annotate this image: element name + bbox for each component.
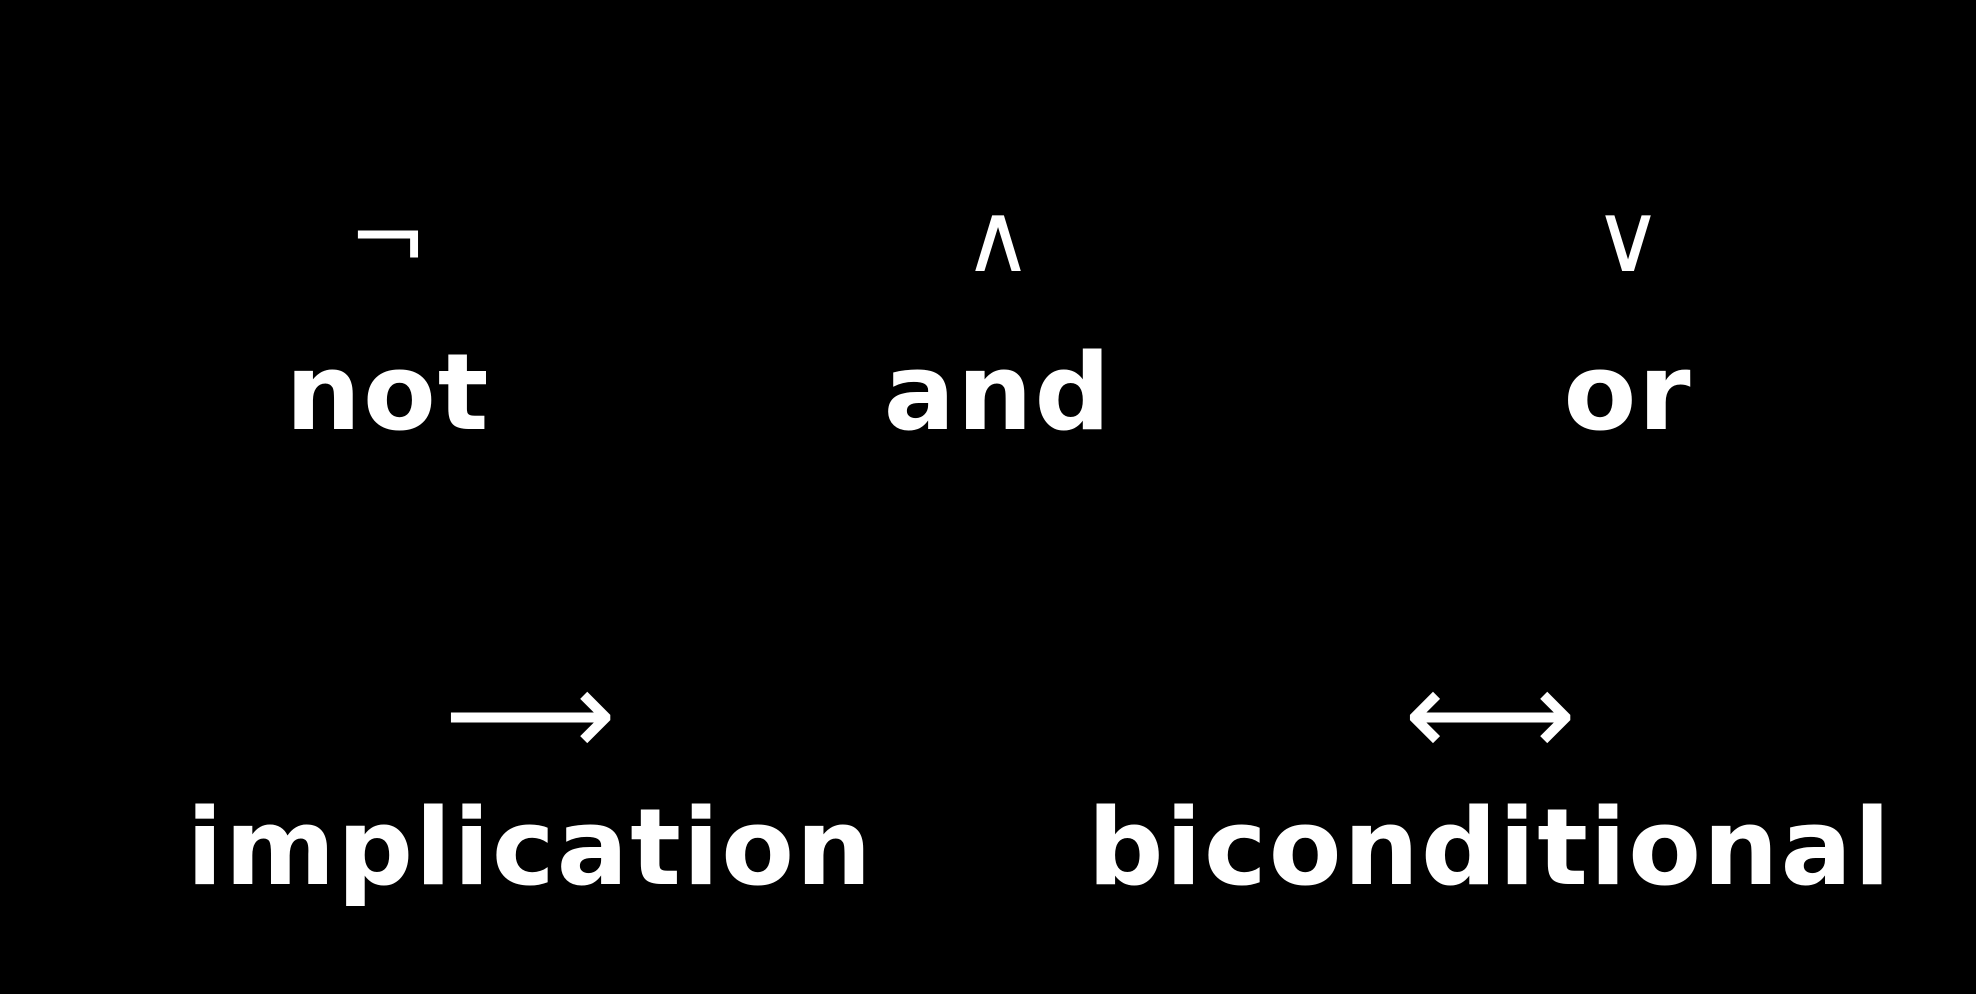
operator-label-and: and xyxy=(883,331,1113,454)
conjunction-symbol-icon: ∧ xyxy=(962,182,1034,294)
operator-label-biconditional: biconditional xyxy=(1087,786,1893,909)
operator-label-or: or xyxy=(1563,331,1693,454)
operator-biconditional: ⟷ biconditional xyxy=(1088,645,1891,901)
operator-or: ∨ or xyxy=(1348,190,1908,446)
disjunction-symbol-icon: ∨ xyxy=(1592,182,1664,294)
negation-symbol-icon: ¬ xyxy=(347,182,429,294)
operator-and: ∧ and xyxy=(718,190,1278,446)
biconditional-arrow-icon: ⟷ xyxy=(1403,645,1577,784)
operator-label-not: not xyxy=(285,331,491,454)
operator-not: ¬ not xyxy=(108,190,668,446)
operator-label-implication: implication xyxy=(186,786,874,909)
implication-arrow-icon: ⟶ xyxy=(443,645,617,784)
operator-implication: ⟶ implication xyxy=(187,645,872,901)
